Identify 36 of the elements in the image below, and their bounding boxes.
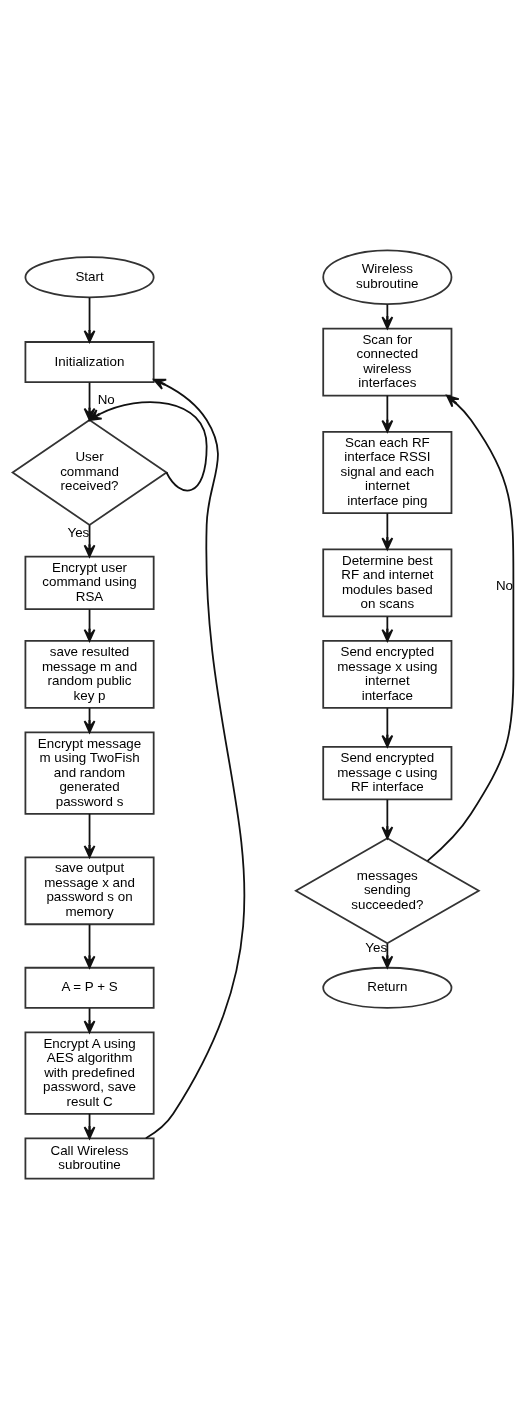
arrow <box>381 303 394 329</box>
node-diamond: User command received? <box>11 418 169 526</box>
arrow <box>83 523 96 557</box>
arrow <box>83 296 96 343</box>
node-box: Send encrypted message c using RF interface <box>322 745 453 800</box>
node-ellipse: Wireless subroutine <box>322 249 453 305</box>
arrow <box>426 394 515 862</box>
node-box: Encrypt user command using RSA <box>24 555 155 610</box>
node-box: save output message x and password s on memory <box>24 855 155 925</box>
arrow <box>83 812 96 858</box>
edge-label: No <box>495 577 514 593</box>
arrow <box>381 615 394 642</box>
arrow <box>381 798 394 839</box>
node-box: Scan each RF interface RSSI signal and each internet interface ping <box>322 430 453 514</box>
arrow <box>145 378 245 1139</box>
arrow <box>381 394 394 433</box>
node-box: save resulted message m and random public key p <box>24 639 155 709</box>
arrow <box>381 706 394 748</box>
node-box: Determine best RF and internet modules based on scans <box>322 548 453 617</box>
arrow <box>88 400 208 491</box>
node-ellipse: Return <box>322 966 453 1009</box>
arrow <box>381 511 394 550</box>
edge-label: Yes <box>67 524 90 540</box>
node-box: A = P + S <box>24 966 155 1009</box>
node-box: Initialization <box>24 340 155 383</box>
node-box: Send encrypted message x using internet interface <box>322 639 453 709</box>
edge-label: No <box>97 391 115 407</box>
node-box: Scan for connected wireless interfaces <box>322 327 453 396</box>
node-ellipse: Start <box>24 255 155 298</box>
arrow <box>83 381 96 421</box>
node-box: Encrypt message m using TwoFish and random generated password s <box>24 731 155 815</box>
node-diamond: messages sending succeeded? <box>294 836 481 944</box>
node-box: Call Wireless subroutine <box>24 1137 155 1179</box>
arrow <box>83 608 96 642</box>
node-box: Encrypt A using AES algorithm with predefined password, save result C <box>24 1031 155 1115</box>
arrow <box>83 923 96 968</box>
